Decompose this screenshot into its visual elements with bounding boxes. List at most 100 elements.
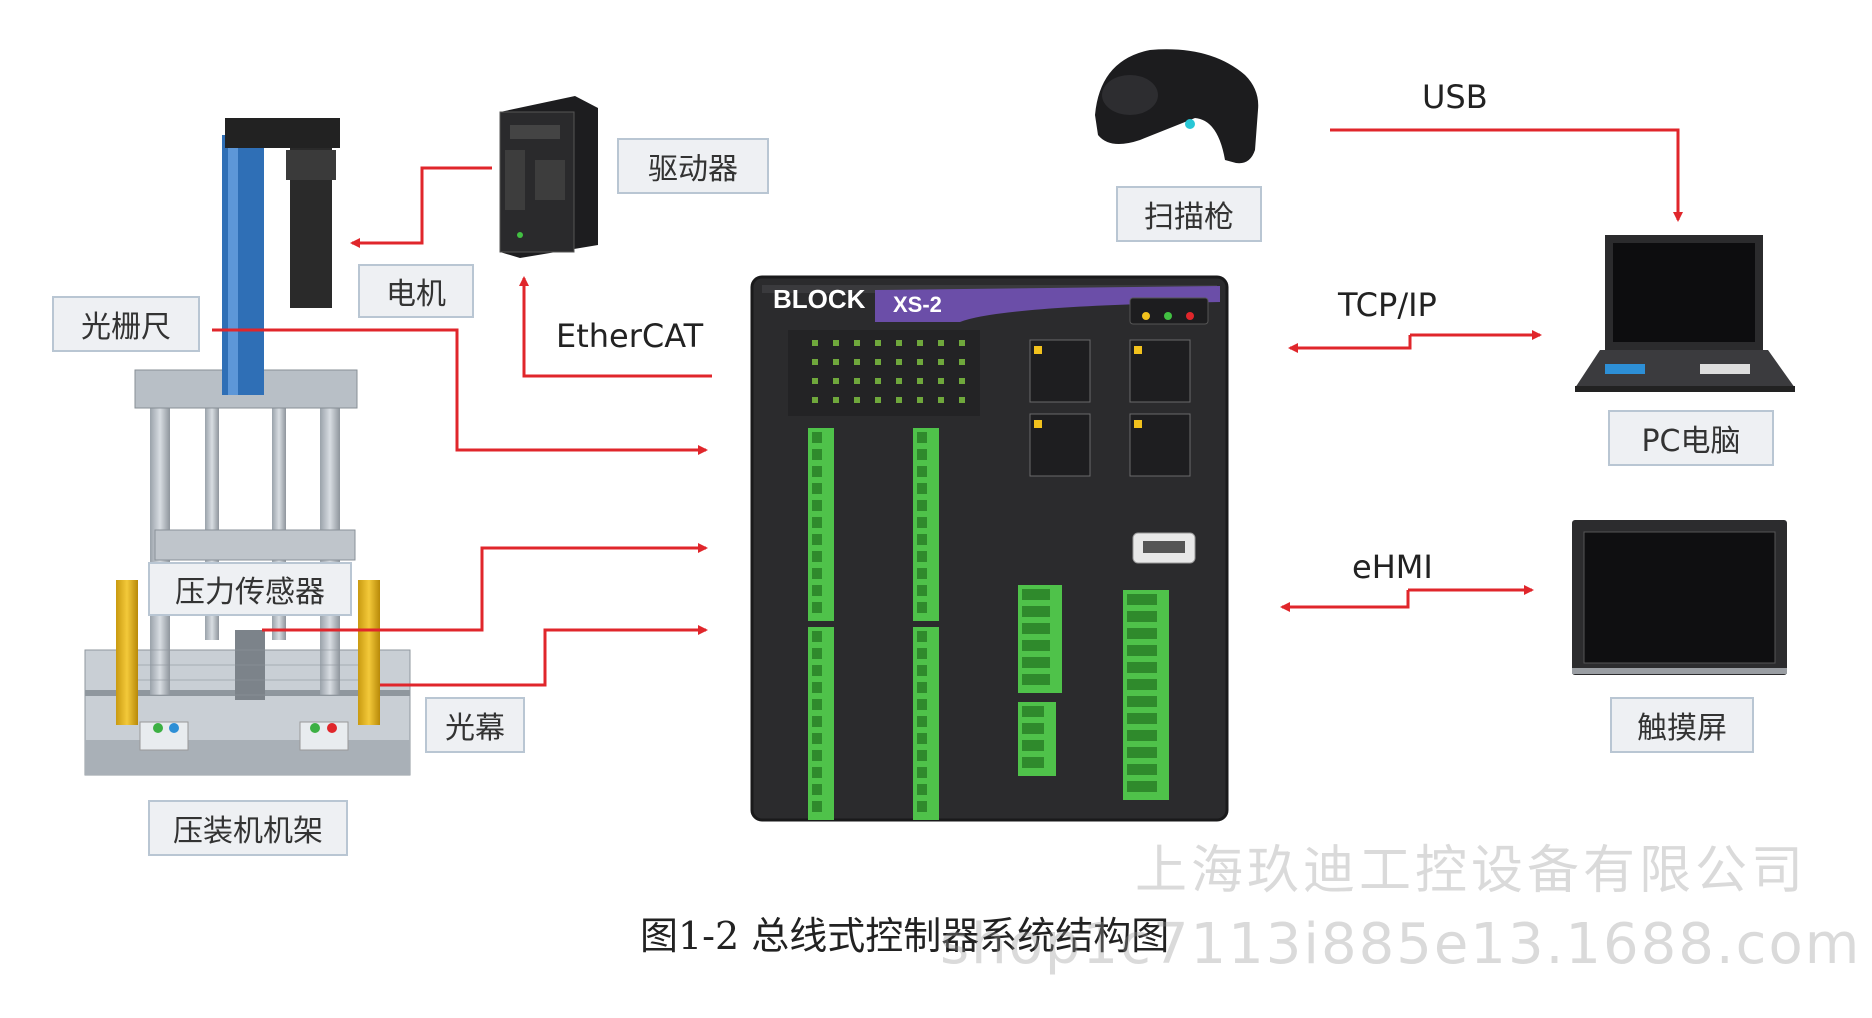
terminal-screw (917, 534, 927, 545)
status-led (896, 378, 902, 384)
ethercat-label: EtherCAT (556, 317, 704, 355)
terminal-screw (1127, 662, 1157, 673)
status-led (917, 397, 923, 403)
watermark-shop: shop1c7113i885e13.1688.com (940, 912, 1862, 977)
press-frame-label: 压装机机架 (148, 800, 348, 856)
terminal-screw (812, 483, 822, 494)
terminal-screw (1127, 696, 1157, 707)
terminal-screw (1022, 706, 1044, 717)
arrow-tcpip-left (1288, 335, 1412, 353)
terminal-screw (917, 449, 927, 460)
grating-ruler-label: 光栅尺 (52, 296, 200, 352)
status-led (896, 359, 902, 365)
status-led (938, 378, 944, 384)
terminal-screw (917, 500, 927, 511)
connection-arrows (212, 128, 1683, 687)
controller-model: XS-2 (893, 292, 942, 317)
terminal-screw (917, 466, 927, 477)
terminal-screw (812, 517, 822, 528)
status-led (875, 340, 881, 346)
terminal-screw (917, 551, 927, 562)
terminal-screw (1022, 740, 1044, 751)
touchscreen-label: 触摸屏 (1610, 697, 1754, 753)
terminal-screw (1022, 589, 1050, 600)
terminal-screw (1127, 594, 1157, 605)
terminal-screw (917, 665, 927, 676)
status-led (896, 340, 902, 346)
press-machine-image (84, 118, 411, 776)
terminal-screw (917, 483, 927, 494)
status-led (875, 397, 881, 403)
terminal-screw (1127, 628, 1157, 639)
terminal-screw (812, 551, 822, 562)
driver-label: 驱动器 (617, 138, 769, 194)
status-led (812, 340, 818, 346)
terminal-screw (1127, 730, 1157, 741)
status-led (854, 359, 860, 365)
terminal-screw (1022, 674, 1050, 685)
status-led (875, 378, 881, 384)
terminal-screw (812, 648, 822, 659)
status-led (917, 359, 923, 365)
status-led (833, 378, 839, 384)
terminal-screw (1022, 723, 1044, 734)
barcode-scanner-image (1095, 49, 1259, 164)
terminal-screw (812, 767, 822, 778)
arrow-pressure-sensor (262, 543, 708, 632)
terminal-screw (917, 733, 927, 744)
watermark-company: 上海玖迪工控设备有限公司 (1135, 841, 1808, 901)
terminal-screw (812, 750, 822, 761)
terminal-screw (917, 750, 927, 761)
status-led (833, 397, 839, 403)
terminal-screw (1022, 623, 1050, 634)
usb-label: USB (1422, 78, 1488, 116)
arrow-ehmi-left (1280, 590, 1410, 612)
status-led (896, 397, 902, 403)
figure-caption: 图1-2 总线式控制器系统结构图 (640, 914, 1170, 958)
terminal-screw (812, 534, 822, 545)
terminal-screw (1127, 611, 1157, 622)
terminal-screw (917, 716, 927, 727)
status-led (938, 397, 944, 403)
status-led (833, 359, 839, 365)
status-led (812, 397, 818, 403)
terminal-screw (917, 585, 927, 596)
light-curtain-label: 光幕 (425, 697, 525, 753)
motor-label: 电机 (358, 264, 474, 318)
terminal-screw (1127, 713, 1157, 724)
status-led (938, 359, 944, 365)
arrow-usb (1330, 128, 1683, 222)
terminal-screw (812, 716, 822, 727)
status-led (938, 340, 944, 346)
status-led (875, 359, 881, 365)
status-led (854, 397, 860, 403)
pc-laptop-image (1575, 235, 1795, 392)
terminal-screw (812, 602, 822, 613)
arrow-light-curtain (380, 625, 708, 687)
terminal-screw (812, 449, 822, 460)
status-led (854, 340, 860, 346)
terminal-screw (917, 767, 927, 778)
terminal-screw (917, 784, 927, 795)
servo-driver-image (499, 96, 598, 258)
terminal-screw (812, 568, 822, 579)
terminal-screw (1127, 645, 1157, 656)
terminal-screw (1127, 679, 1157, 690)
terminal-screw (1127, 764, 1157, 775)
scanner-label: 扫描枪 (1116, 186, 1262, 242)
touchscreen-image (1572, 520, 1787, 675)
terminal-screw (917, 517, 927, 528)
terminal-screw (1022, 640, 1050, 651)
tcpip-label: TCP/IP (1338, 286, 1437, 324)
status-led (812, 378, 818, 384)
terminal-screw (812, 699, 822, 710)
terminal-screw (1022, 657, 1050, 668)
status-led (854, 378, 860, 384)
status-led (959, 340, 965, 346)
terminal-screw (917, 682, 927, 693)
pc-label: PC电脑 (1608, 410, 1774, 466)
terminal-screw (812, 801, 822, 812)
status-led (812, 359, 818, 365)
status-led (959, 359, 965, 365)
status-led (959, 378, 965, 384)
